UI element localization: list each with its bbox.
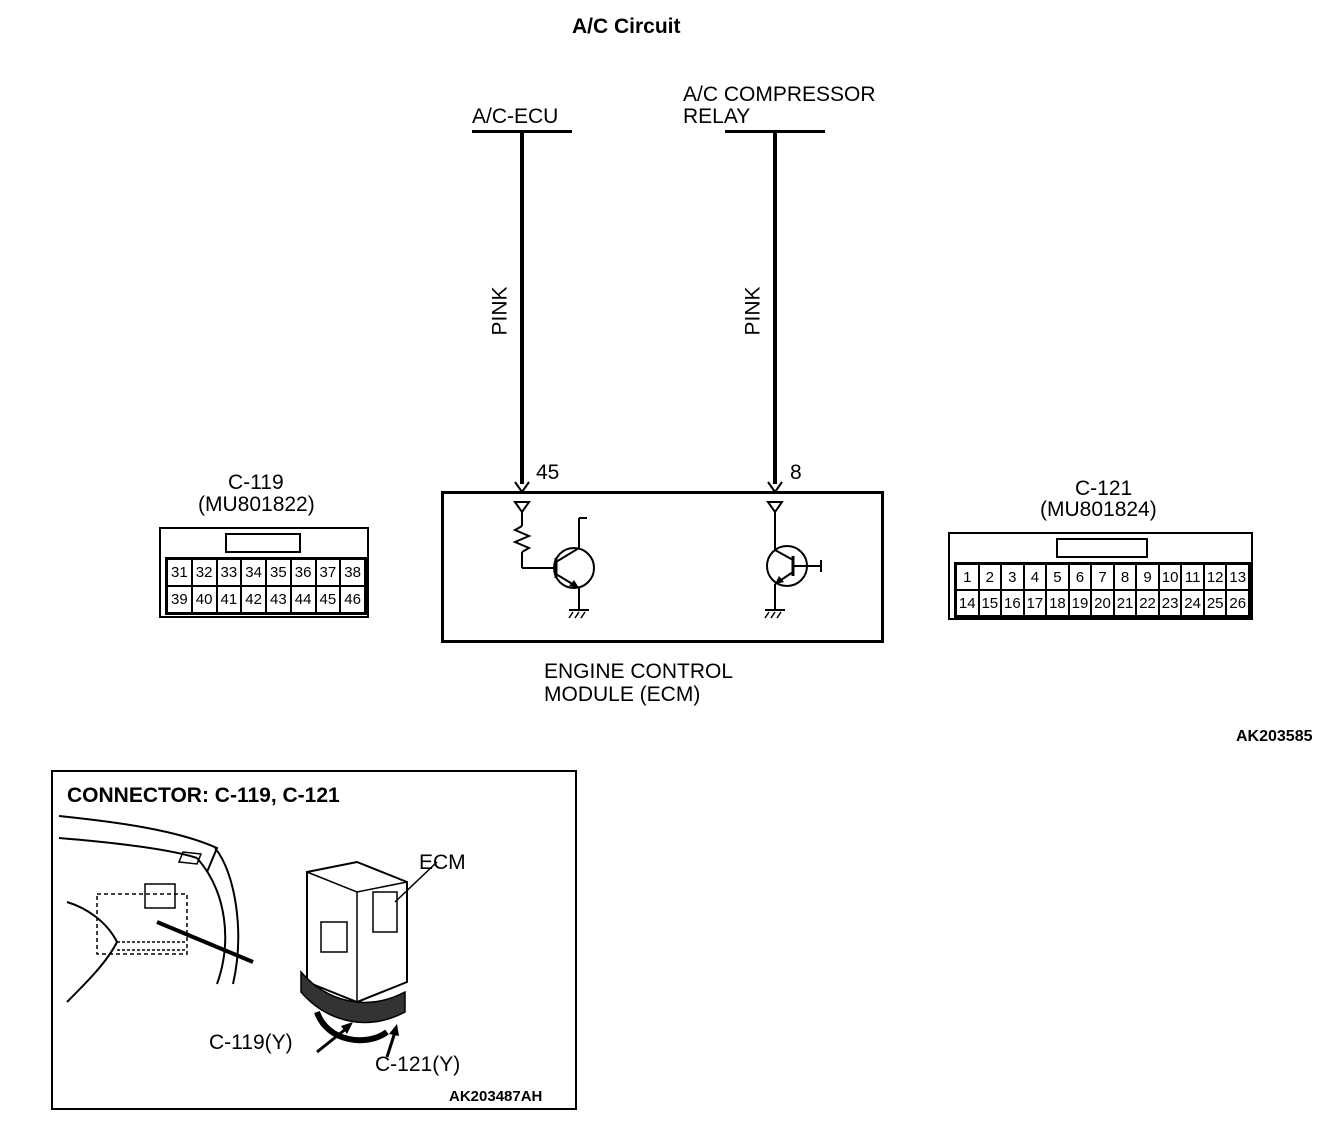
c121-pin: 26 [1226,590,1249,616]
ecm-internal-circuit [512,481,822,619]
relay-bus-bar [725,130,825,133]
pin-number-left: 45 [536,461,560,484]
c121-pin: 11 [1181,564,1204,590]
c119-lock-tab [225,533,301,553]
inset-c121-callout: C-121(Y) [375,1053,461,1076]
c119-pin: 40 [191,586,217,613]
ecm-label-line1: ENGINE CONTROL [544,660,734,683]
c119-pin: 44 [290,586,316,613]
c119-pin: 34 [241,559,266,586]
c121-pin-grid: 1 2 3 4 5 6 7 8 9 10 11 12 13 14 15 16 1… [954,562,1251,618]
figure-code: AK203585 [1236,728,1313,745]
dashboard-illustration [58,815,254,1003]
c119-pin: 39 [167,586,192,613]
c121-pin: 8 [1113,564,1137,590]
c121-lock-tab [1056,538,1148,558]
inset-heading: CONNECTOR: C-119, C-121 [67,784,340,807]
wire-ecu-to-ecm [520,132,524,484]
c121-pin: 25 [1203,590,1227,616]
inset-c119-callout: C-119(Y) [209,1031,293,1054]
ecm-module-box [441,491,884,643]
c121-pin: 13 [1226,564,1249,590]
terminal-chevron-left-inner [513,501,531,514]
c119-pin: 43 [266,586,291,613]
c119-connector-body: 31 32 33 34 35 36 37 38 39 40 41 42 43 4… [159,527,369,618]
c121-pin: 15 [978,590,1002,616]
c121-pin: 2 [978,564,1002,590]
c119-pin: 33 [216,559,242,586]
pin-number-right: 8 [790,461,802,484]
relay-label-line1: A/C COMPRESSOR [683,83,876,106]
c121-pin: 24 [1181,590,1204,616]
c121-pin: 10 [1158,564,1182,590]
c121-pin: 23 [1158,590,1182,616]
resistor [512,525,532,553]
c119-part: (MU801822) [198,493,315,516]
ecm-illustration [300,860,438,1058]
c119-name: C-119 [228,471,284,494]
c121-pin: 18 [1046,590,1069,616]
c121-pin: 19 [1068,590,1092,616]
c119-pin: 41 [216,586,242,613]
c119-pin: 46 [340,586,365,613]
inset-ecm-callout: ECM [419,851,466,874]
terminal-chevron-left-outer [514,481,530,494]
relay-label-line2: RELAY [683,105,751,128]
c119-pin: 31 [167,559,192,586]
c119-pin: 36 [290,559,316,586]
c119-pin: 45 [315,586,341,613]
c121-pin: 12 [1203,564,1227,590]
c121-pin: 4 [1023,564,1047,590]
c119-pin: 38 [340,559,365,586]
c121-pin: 1 [956,564,979,590]
wire-relay-to-ecm [773,132,777,484]
c121-pin: 17 [1023,590,1047,616]
c119-pin: 35 [266,559,291,586]
c121-pin: 21 [1113,590,1137,616]
ecu-bus-bar [472,130,572,133]
terminal-chevron-right-outer [767,481,783,494]
c121-pin: 22 [1136,590,1159,616]
ecu-label: A/C-ECU [472,105,559,128]
c119-pin-grid: 31 32 33 34 35 36 37 38 39 40 41 42 43 4… [165,557,367,615]
c121-pin: 14 [956,590,979,616]
c119-pin: 42 [241,586,266,613]
c121-connector-body: 1 2 3 4 5 6 7 8 9 10 11 12 13 14 15 16 1… [948,532,1253,620]
wire-color-left: PINK [488,286,512,336]
connector-location-inset: CONNECTOR: C-119, C-121 ECM C-119(Y) C-1… [51,770,577,1110]
ecm-label-line2: MODULE (ECM) [544,683,701,706]
c121-pin: 5 [1046,564,1069,590]
c121-pin: 20 [1091,590,1114,616]
c119-pin: 37 [315,559,341,586]
c119-pin: 32 [191,559,217,586]
c121-pin: 16 [1001,590,1024,616]
c121-pin: 3 [1001,564,1024,590]
inset-figure-code: AK203487AH [449,1088,543,1105]
c121-name: C-121 [1075,477,1133,500]
transistor-left [553,547,595,589]
diagram-title: A/C Circuit [572,15,681,38]
c121-pin: 9 [1136,564,1159,590]
wire-color-right: PINK [741,286,765,336]
c121-pin: 7 [1091,564,1114,590]
c121-part: (MU801824) [1040,498,1157,521]
terminal-chevron-right-inner [766,501,784,514]
c121-pin: 6 [1068,564,1092,590]
